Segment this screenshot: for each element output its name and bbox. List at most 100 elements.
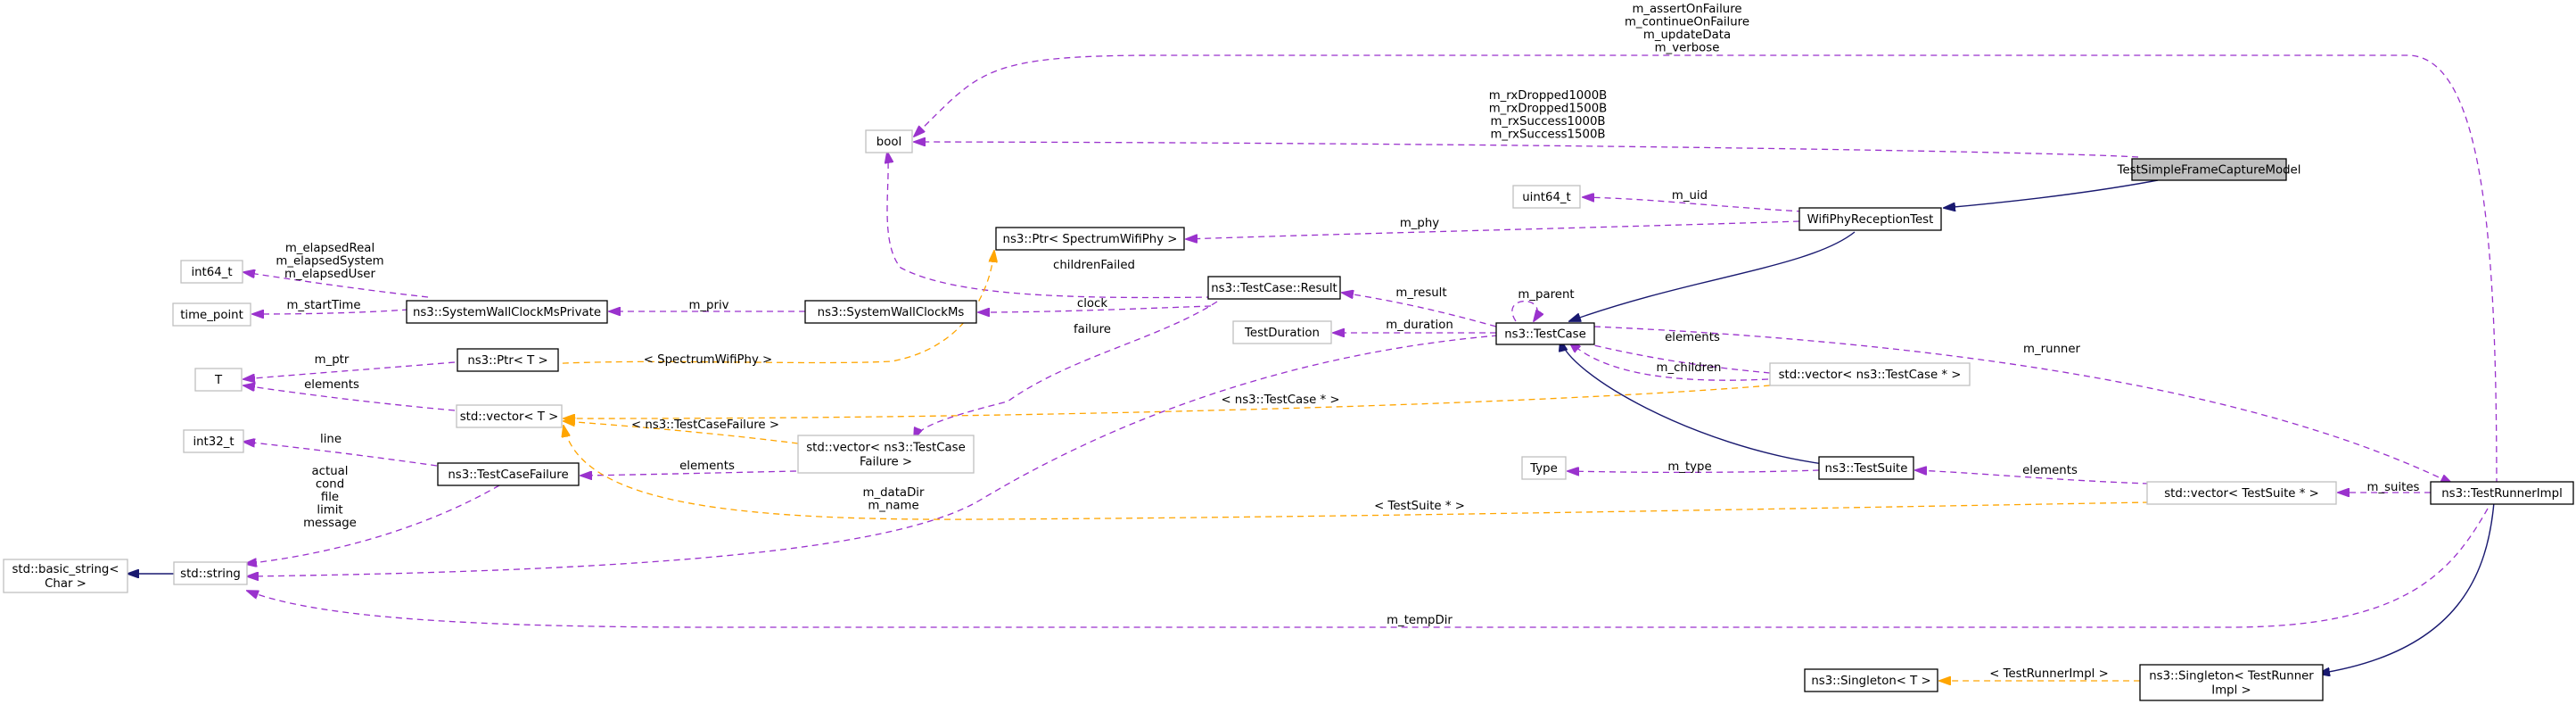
node-box <box>406 300 608 324</box>
edge-label-failure-elements: elements <box>679 460 735 473</box>
node-singleton-t[interactable]: ns3::Singleton< T > <box>1804 668 1938 692</box>
node-label: bool <box>876 136 901 149</box>
edge-label-children: m_children <box>1657 361 1722 375</box>
node-test-simple-frame-capture-model[interactable]: TestSimpleFrameCaptureModel <box>2117 158 2301 181</box>
edge-result-to-clockms <box>978 305 1212 312</box>
node-ptr-spectrum-wifi-phy[interactable]: ns3::Ptr< SpectrumWifiPhy > <box>995 227 1185 251</box>
node-label: ns3::TestSuite <box>1825 462 1908 476</box>
edge-label-runner-to-bool: m_continueOnFailure <box>1625 16 1749 29</box>
node-int64-t[interactable]: int64_t <box>180 260 243 284</box>
node-label: Char > <box>45 577 86 591</box>
edge-label-parent: m_parent <box>1518 288 1574 302</box>
edge-label-result: m_result <box>1395 286 1446 300</box>
edge-label-failure-strings: file <box>321 491 339 504</box>
node-box <box>1495 322 1595 345</box>
node-test-case[interactable]: ns3::TestCase <box>1495 322 1595 345</box>
node-label: ns3::TestCaseFailure <box>448 468 568 482</box>
edge-wifi-to-ptr-spectrum <box>1186 220 1800 239</box>
node-t[interactable]: T <box>194 368 243 392</box>
edge-suite-vector-to-suite <box>1915 470 2150 485</box>
edge-label-line: line <box>320 433 342 446</box>
node-box <box>3 559 128 593</box>
edge-label-elements-t: elements <box>304 378 359 392</box>
node-box <box>2139 664 2324 701</box>
node-test-duration[interactable]: TestDuration <box>1232 320 1332 344</box>
node-test-suite[interactable]: ns3::TestSuite <box>1818 456 1914 480</box>
node-label: ns3::Singleton< T > <box>1811 675 1930 688</box>
node-label: ns3::TestCase::Result <box>1211 282 1337 295</box>
edge-label-tempdir: m_tempDir <box>1387 614 1453 627</box>
edge-model-inherits-wifi <box>1944 179 2159 208</box>
node-vector-test-case-failure[interactable]: std::vector< ns3::TestCaseFailure > <box>797 435 975 474</box>
edge-label-runner: m_runner <box>2023 343 2081 356</box>
node-time-point[interactable]: time_point <box>172 302 251 327</box>
edge-label-ptr-field: m_ptr <box>315 353 350 367</box>
node-box <box>1232 320 1332 344</box>
node-box <box>1769 362 1971 386</box>
edge-singleton-runner-inherits <box>2318 501 2495 674</box>
edge-testcase-to-string <box>247 335 1499 576</box>
node-label: T <box>214 374 223 387</box>
node-system-wall-clock-ms-private[interactable]: ns3::SystemWallClockMsPrivate <box>406 300 608 324</box>
edge-label-private-to-int64: m_elapsedUser <box>284 268 375 281</box>
node-wifi-phy-reception-test[interactable]: WifiPhyReceptionTest <box>1798 207 1942 231</box>
node-label: ns3::TestRunnerImpl <box>2441 487 2563 501</box>
edge-label-runner-to-bool: m_verbose <box>1655 42 1720 55</box>
edge-label-uid: m_uid <box>1672 189 1708 203</box>
node-type[interactable]: Type <box>1521 456 1567 480</box>
edge-runner-to-bool <box>914 54 2498 496</box>
node-label: Type <box>1529 462 1558 476</box>
node-box <box>183 429 244 453</box>
edge-private-to-timepoint <box>252 309 409 314</box>
edge-label-failure-strings: actual <box>312 465 349 478</box>
node-box <box>995 227 1185 251</box>
node-box <box>865 129 913 153</box>
edge-label-duration: m_duration <box>1386 319 1453 332</box>
node-vector-t[interactable]: std::vector< T > <box>456 404 563 428</box>
edge-label-type-field: m_type <box>1667 460 1711 474</box>
edge-wifi-inherits-testcase <box>1569 231 1856 321</box>
node-test-case-failure[interactable]: ns3::TestCaseFailure <box>437 462 580 486</box>
node-basic-string[interactable]: std::basic_string<Char > <box>3 559 128 593</box>
edge-result-to-failure-vector <box>914 301 1218 439</box>
node-ptr-t[interactable]: ns3::Ptr< T > <box>457 348 559 372</box>
edge-label-failure: failure <box>1074 323 1111 336</box>
node-string[interactable]: std::string <box>173 561 248 585</box>
node-label: uint64_t <box>1522 191 1571 204</box>
edge-failure-to-int32 <box>243 442 438 467</box>
node-box <box>457 348 559 372</box>
node-box <box>2146 481 2337 505</box>
edge-label-private-to-int64: m_elapsedReal <box>285 242 374 255</box>
node-test-case-result[interactable]: ns3::TestCase::Result <box>1207 276 1341 300</box>
edges-layer <box>128 54 2498 681</box>
edge-label-runner-to-bool: m_assertOnFailure <box>1632 3 1741 16</box>
edge-label-suite-elements: elements <box>2022 464 2078 477</box>
node-vector-test-case-ptr[interactable]: std::vector< ns3::TestCase * > <box>1769 362 1971 386</box>
node-label: std::vector< ns3::TestCase <box>806 442 966 455</box>
edge-label-suites: m_suites <box>2367 481 2420 494</box>
node-singleton-test-runner-impl[interactable]: ns3::Singleton< TestRunnerImpl > <box>2139 664 2324 701</box>
node-test-runner-impl[interactable]: ns3::TestRunnerImpl <box>2430 481 2574 505</box>
edge-suite-vector-to-vector-t <box>564 426 2150 520</box>
node-label: ns3::TestCase <box>1504 328 1586 342</box>
edge-testcase-to-result <box>1342 293 1497 327</box>
node-label: std::vector< ns3::TestCase * > <box>1779 369 1962 382</box>
edge-ptr-t-to-ptr-spectrum <box>519 251 994 367</box>
node-vector-test-suite-ptr[interactable]: std::vector< TestSuite * > <box>2146 481 2337 505</box>
edge-label-model-to-bool: m_rxDropped1000B <box>1489 89 1608 103</box>
node-uint64-t[interactable]: uint64_t <box>1512 185 1581 209</box>
node-box <box>1207 276 1341 300</box>
node-label: ns3::Ptr< T > <box>467 354 547 368</box>
node-int32-t[interactable]: int32_t <box>183 429 244 453</box>
edge-label-datadir-name: m_dataDir <box>863 486 925 500</box>
node-box <box>804 300 977 324</box>
edge-result-to-bool <box>887 152 1214 299</box>
node-label: std::vector< T > <box>460 410 559 424</box>
node-system-wall-clock-ms[interactable]: ns3::SystemWallClockMs <box>804 300 977 324</box>
node-bool[interactable]: bool <box>865 129 913 153</box>
node-label: ns3::SystemWallClockMsPrivate <box>413 306 601 319</box>
edge-testcase-parent <box>1511 300 1537 322</box>
edge-label-children-failed: childrenFailed <box>1053 259 1135 272</box>
